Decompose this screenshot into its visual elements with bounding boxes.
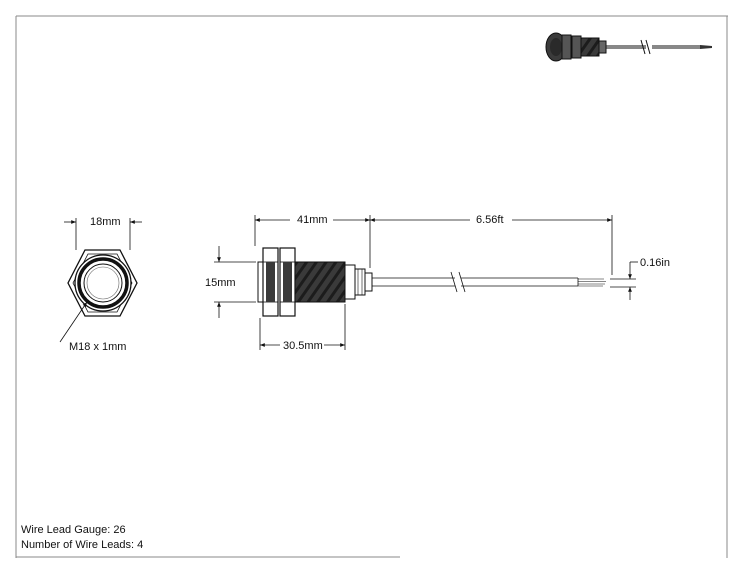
cable bbox=[372, 271, 606, 293]
dim-hex-width: 18mm bbox=[64, 216, 142, 250]
end-view-hex bbox=[67, 249, 138, 317]
dim-label-cable-length: 6.56ft bbox=[476, 214, 504, 226]
dim-thread-callout: M18 x 1mm bbox=[59, 301, 126, 353]
note-wire-gauge: Wire Lead Gauge: 26 bbox=[21, 524, 126, 536]
spec-notes: Wire Lead Gauge: 26 Number of Wire Leads… bbox=[21, 523, 143, 553]
dim-nut-diameter: 15mm bbox=[205, 246, 256, 318]
dim-label-strip-length: 0.16in bbox=[640, 257, 670, 269]
dim-label-hex-width: 18mm bbox=[90, 216, 121, 228]
dim-body-length: 41mm bbox=[254, 214, 371, 268]
dim-label-thread: M18 x 1mm bbox=[69, 341, 126, 353]
dim-strip-length: 0.16in bbox=[610, 257, 670, 300]
note-wire-leads: Number of Wire Leads: 4 bbox=[21, 539, 144, 551]
dim-label-nut-diameter: 15mm bbox=[205, 277, 236, 289]
side-view-sensor bbox=[257, 247, 373, 317]
dim-cable-length: 6.56ft bbox=[370, 214, 613, 275]
dim-label-body-length: 41mm bbox=[297, 214, 328, 226]
dim-label-thread-length: 30.5mm bbox=[283, 340, 323, 352]
sheet-border bbox=[15, 15, 728, 558]
dim-thread-length: 30.5mm bbox=[259, 304, 346, 352]
isometric-preview bbox=[545, 32, 712, 62]
